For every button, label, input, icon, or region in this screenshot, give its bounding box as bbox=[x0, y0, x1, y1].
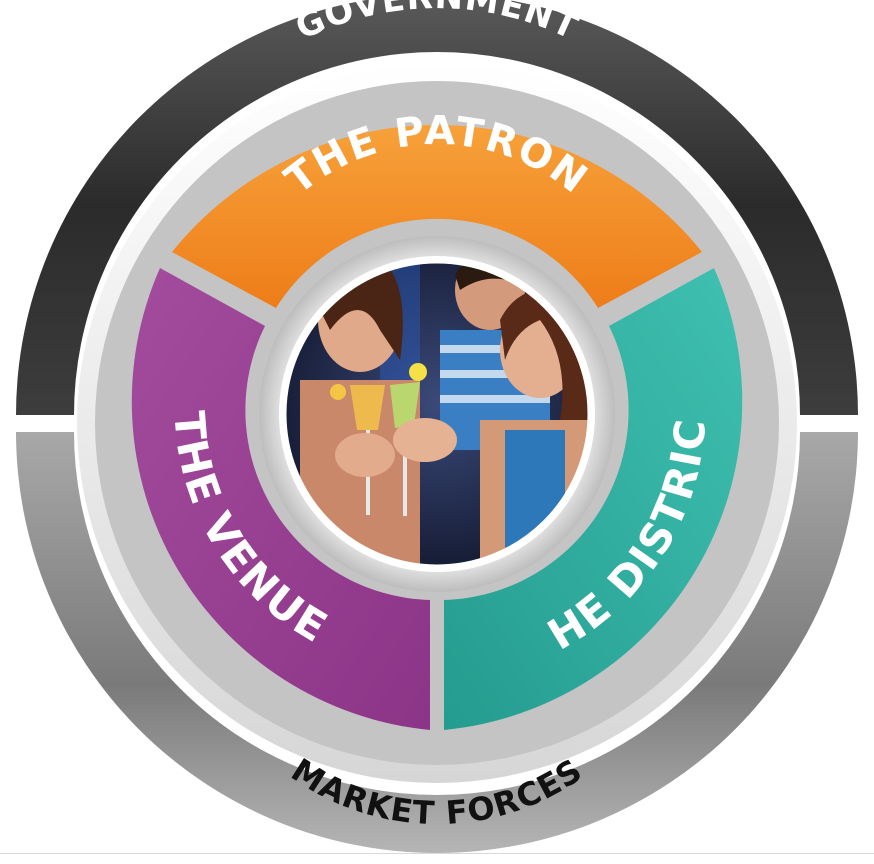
segment-district bbox=[444, 268, 743, 730]
segment-venue bbox=[131, 268, 430, 730]
market-forces-ring bbox=[16, 432, 858, 853]
government-ring bbox=[16, 0, 858, 415]
photo-edge bbox=[283, 260, 591, 568]
segment-patron bbox=[172, 125, 702, 308]
bottom-divider bbox=[0, 853, 874, 854]
